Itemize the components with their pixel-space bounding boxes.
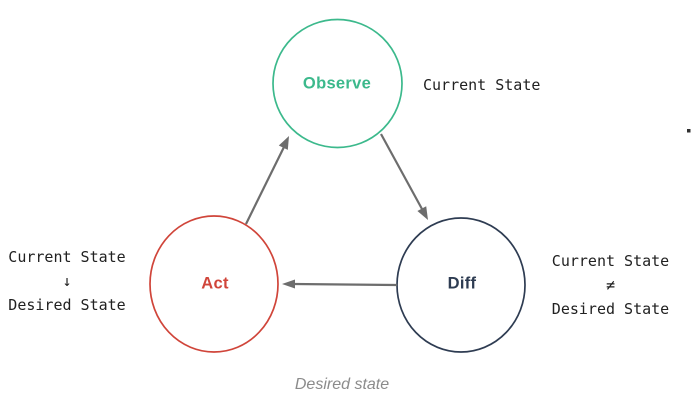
observe-to-diff-arrow (380, 133, 423, 210)
act-to-observe-arrow (245, 146, 285, 225)
not-equal-symbol: ≠ (605, 276, 616, 294)
down-arrow-symbol: ↓ (62, 272, 72, 290)
act-annotation-current-state: Current State (8, 248, 126, 266)
act-annotation-desired-state: Desired State (8, 296, 126, 314)
act-node-label: Act (201, 274, 229, 293)
observe-circle (272, 18, 403, 149)
diff-annotation-desired-state: Desired State (551, 300, 670, 318)
diff-node-label: Diff (447, 274, 477, 293)
observe-node-label: Observe (302, 74, 372, 93)
diff-annotation-current-state: Current State (551, 252, 670, 270)
stray-dot-artifact (687, 129, 691, 133)
act-circle (149, 215, 279, 353)
desired-state-caption: Desired state (294, 376, 390, 393)
observe-annotation: Current State (423, 76, 541, 94)
act-annotation: Current State ↓ Desired State (7, 245, 127, 317)
act-to-observe-arrowhead (278, 136, 289, 150)
diff-to-act-arrowhead (282, 279, 295, 289)
diff-to-act-arrow (293, 282, 398, 287)
observe-to-diff-arrowhead (417, 206, 428, 220)
diff-annotation: Current State ≠ Desired State (550, 249, 671, 321)
